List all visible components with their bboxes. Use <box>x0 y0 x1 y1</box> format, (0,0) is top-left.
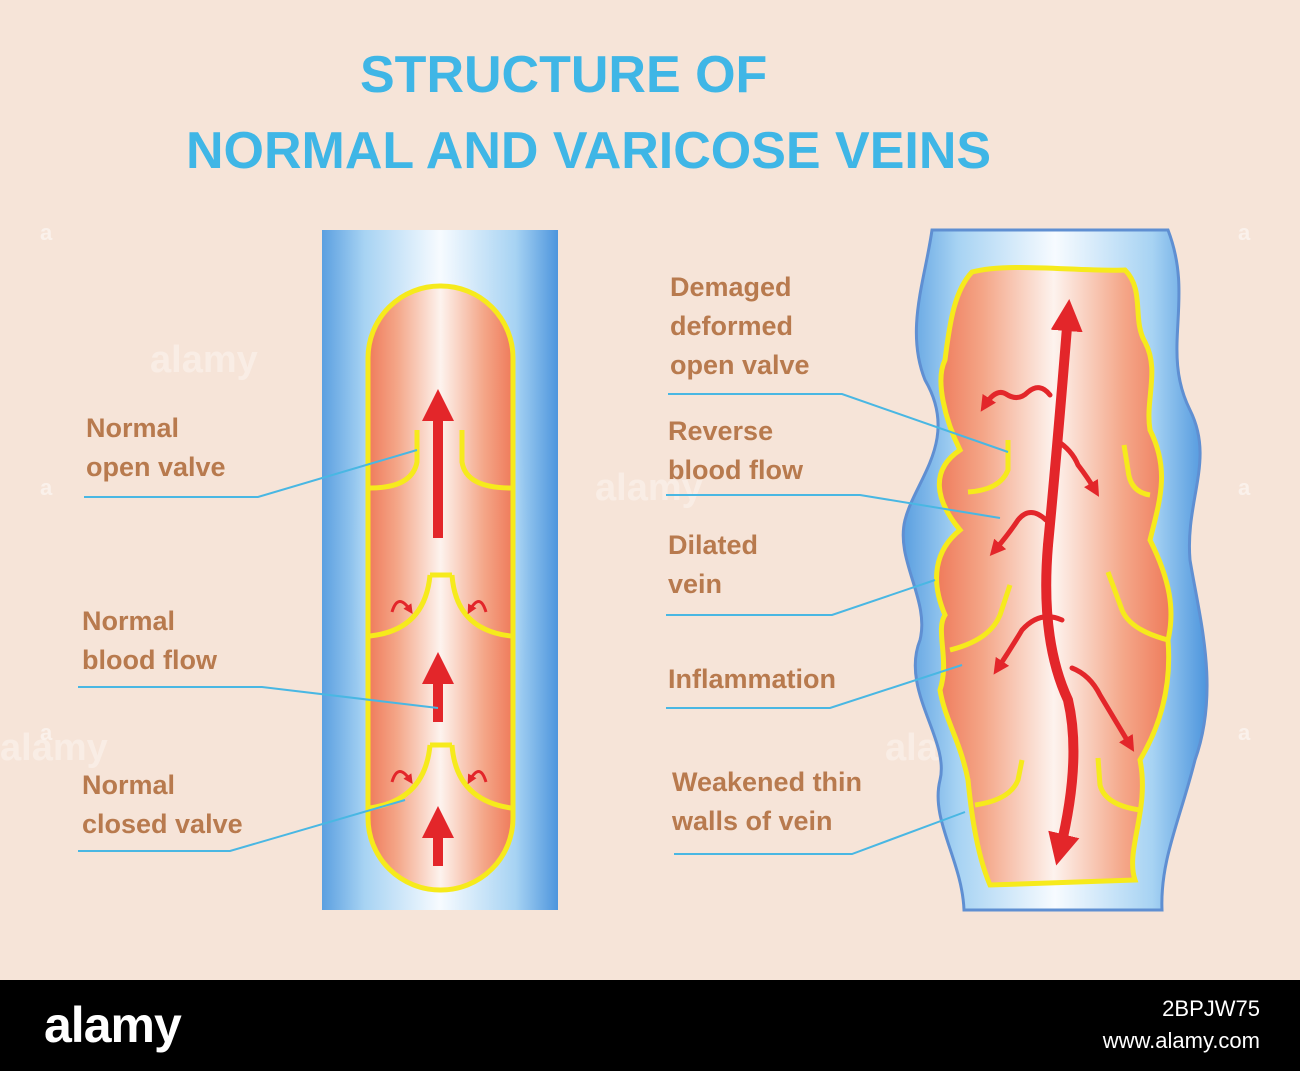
label-reverse-flow-line1: Reverse <box>668 416 773 446</box>
damaged-valve-left <box>967 440 1011 495</box>
watermark-dot: a <box>1238 475 1251 500</box>
label-normal-open-valve-line2: open valve <box>86 452 226 482</box>
label-weakened-walls-line2: walls of vein <box>671 806 833 836</box>
watermark: alamy <box>0 727 108 769</box>
label-damaged-valve-line1: Demaged <box>670 272 792 302</box>
leader-line <box>668 393 1009 453</box>
leader-line <box>674 811 966 855</box>
footer-image-id: 2BPJW75 <box>1162 996 1260 1021</box>
watermark: alamy <box>150 339 258 381</box>
varicose-vein <box>901 228 1209 912</box>
varicose-valves <box>949 440 1169 813</box>
watermark-dot: a <box>40 720 53 745</box>
label-dilated-line1: Dilated <box>668 530 758 560</box>
leader-line <box>666 664 963 709</box>
normal-vein-lumen <box>365 283 516 893</box>
weak-valve-left <box>974 759 1025 808</box>
normal-open-valve-callout: Normal open valve <box>84 413 418 498</box>
reverse-flow-arrows <box>980 299 1135 866</box>
damaged-valve-callout: Demaged deformed open valve <box>668 272 1009 453</box>
normal-closed-valve <box>369 742 512 811</box>
label-weakened-walls-line1: Weakened thin <box>672 767 862 797</box>
dilated-valve-right <box>1105 571 1169 643</box>
vein-diagram: STRUCTURE OF NORMAL AND VARICOSE VEINS a… <box>0 46 1251 912</box>
normal-closed-valve-callout: Normal closed valve <box>78 770 406 852</box>
watermark-dot: a <box>1238 220 1251 245</box>
leader-line <box>78 686 439 709</box>
label-normal-blood-flow-line2: blood flow <box>82 645 218 675</box>
normal-vein <box>322 230 558 910</box>
damaged-valve-right <box>1121 444 1151 498</box>
label-normal-closed-valve-line2: closed valve <box>82 809 243 839</box>
watermark-dot: a <box>1238 720 1251 745</box>
footer-url: www.alamy.com <box>1102 1028 1260 1053</box>
dilated-vein-callout: Dilated vein <box>666 530 936 616</box>
weakened-walls-callout: Weakened thin walls of vein <box>671 767 966 855</box>
label-reverse-flow-line2: blood flow <box>668 455 804 485</box>
title-line-1: STRUCTURE OF <box>360 46 767 104</box>
label-inflammation: Inflammation <box>668 664 836 694</box>
leader-line <box>78 799 406 852</box>
footer-brand-logo: alamy <box>44 997 182 1053</box>
normal-flow-arrows <box>390 388 488 866</box>
label-normal-closed-valve-line1: Normal <box>82 770 175 800</box>
normal-blood-flow-callout: Normal blood flow <box>78 606 439 709</box>
leader-line <box>84 449 418 498</box>
leader-line <box>666 494 1001 519</box>
dilated-valve-left <box>949 584 1013 653</box>
label-dilated-line2: vein <box>668 569 722 599</box>
label-normal-open-valve-line1: Normal <box>86 413 179 443</box>
weak-valve-right <box>1095 757 1141 813</box>
stock-footer: alamy 2BPJW75 www.alamy.com <box>0 980 1300 1071</box>
reverse-flow-callout: Reverse blood flow <box>666 416 1001 519</box>
label-damaged-valve-line2: deformed <box>670 311 793 341</box>
watermark: alamy <box>595 467 703 509</box>
title-line-2: NORMAL AND VARICOSE VEINS <box>186 122 991 180</box>
label-damaged-valve-line3: open valve <box>670 350 810 380</box>
watermark-dot: a <box>40 475 53 500</box>
varicose-vein-lumen <box>934 265 1174 888</box>
label-normal-blood-flow-line1: Normal <box>82 606 175 636</box>
normal-valve-middle <box>369 572 512 639</box>
normal-open-valve <box>369 430 512 491</box>
leader-line <box>666 579 936 616</box>
inflammation-callout: Inflammation <box>666 664 963 709</box>
watermark-dot: a <box>40 220 53 245</box>
